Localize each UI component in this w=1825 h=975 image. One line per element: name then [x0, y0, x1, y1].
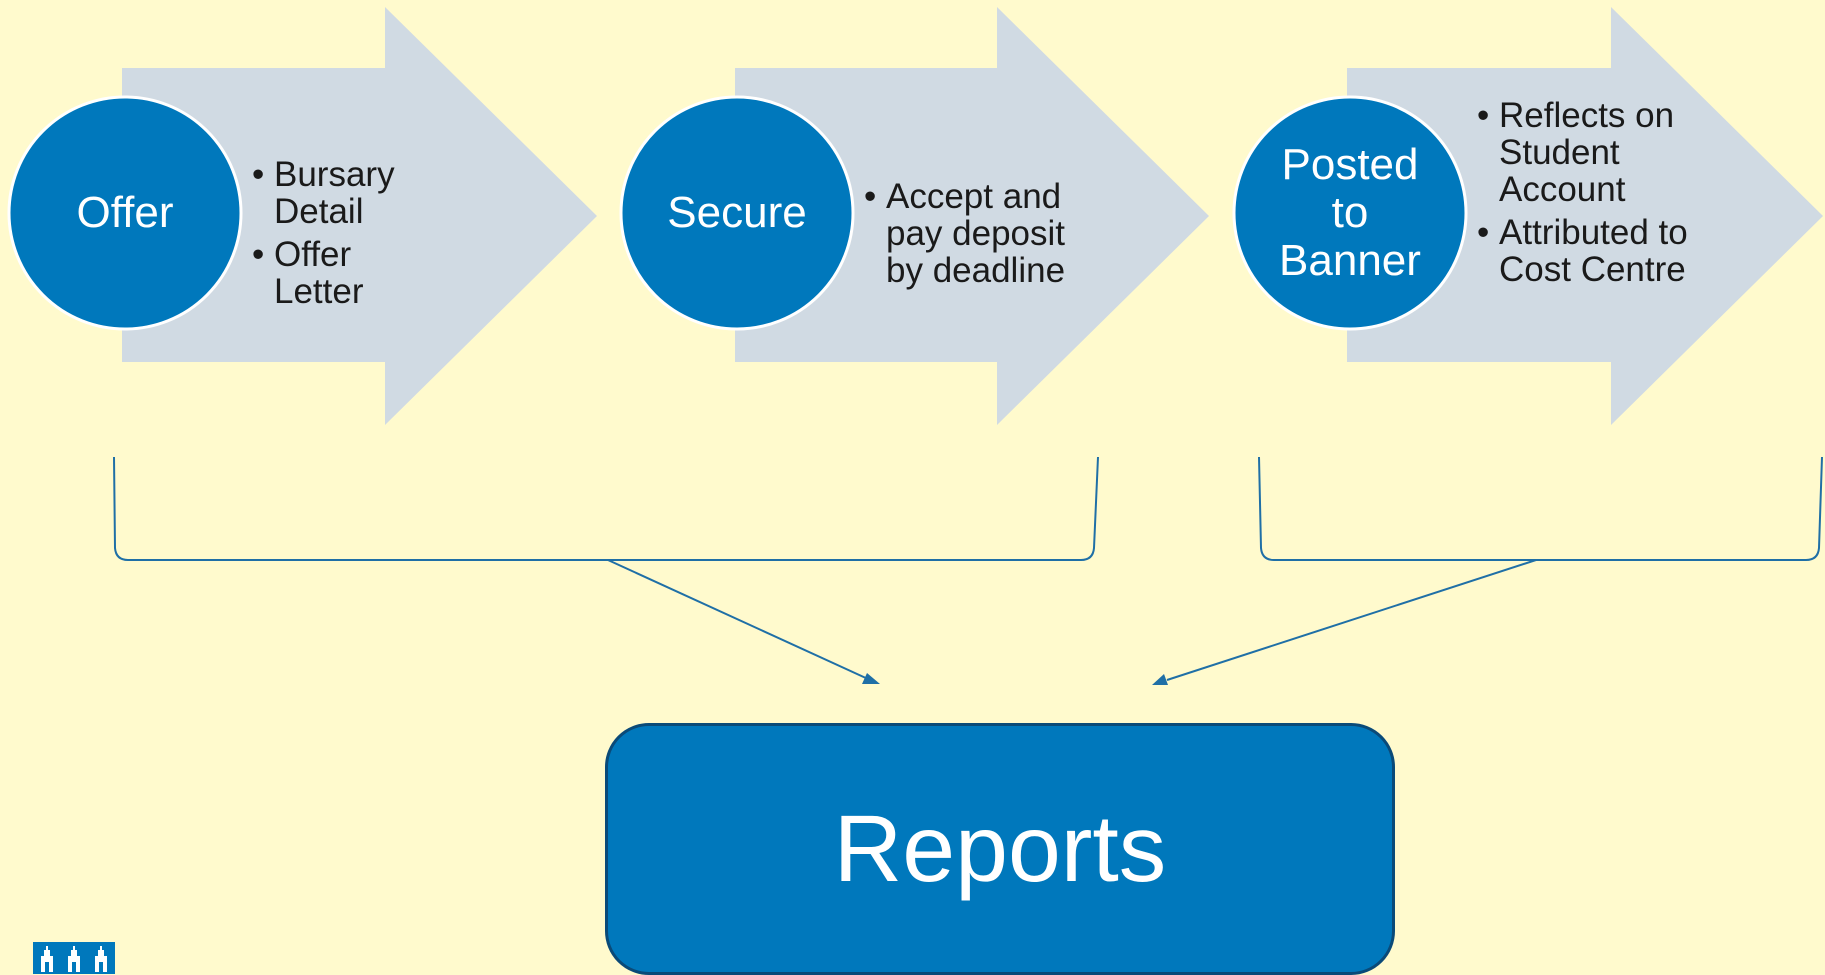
reports-label: Reports: [833, 795, 1167, 902]
reports-box: Reports: [605, 723, 1395, 975]
bracket-left: [113, 456, 1099, 561]
step-label-secure: Secure: [667, 188, 807, 237]
step-circle-offer: [7, 95, 243, 331]
step-circle-banner: [1232, 95, 1468, 331]
step-label-offer: Offer: [76, 188, 174, 237]
arrowhead-right: [1152, 674, 1168, 685]
banner-bullets: Reflects on Student Account Attributed t…: [1477, 97, 1707, 288]
offer-bullets: Bursary Detail Offer Letter: [252, 156, 442, 310]
step-label-banner: Posted to Banner: [1279, 140, 1421, 285]
university-crest-icon: [33, 942, 115, 974]
secure-bullets: Accept and pay deposit by deadline: [864, 178, 1104, 289]
bullet-item: Bursary Detail: [252, 156, 442, 230]
bracket-right: [1258, 456, 1823, 561]
bullet-item: Attributed to Cost Centre: [1477, 214, 1707, 288]
bullet-item: Accept and pay deposit by deadline: [864, 178, 1104, 289]
connector-arrow-left: [607, 559, 869, 680]
bullet-item: Reflects on Student Account: [1477, 97, 1707, 208]
step-circle-secure: [619, 95, 855, 331]
bullet-item: Offer Letter: [252, 236, 442, 310]
arrowhead-left: [862, 673, 880, 684]
connector-arrow-right: [1166, 559, 1537, 681]
